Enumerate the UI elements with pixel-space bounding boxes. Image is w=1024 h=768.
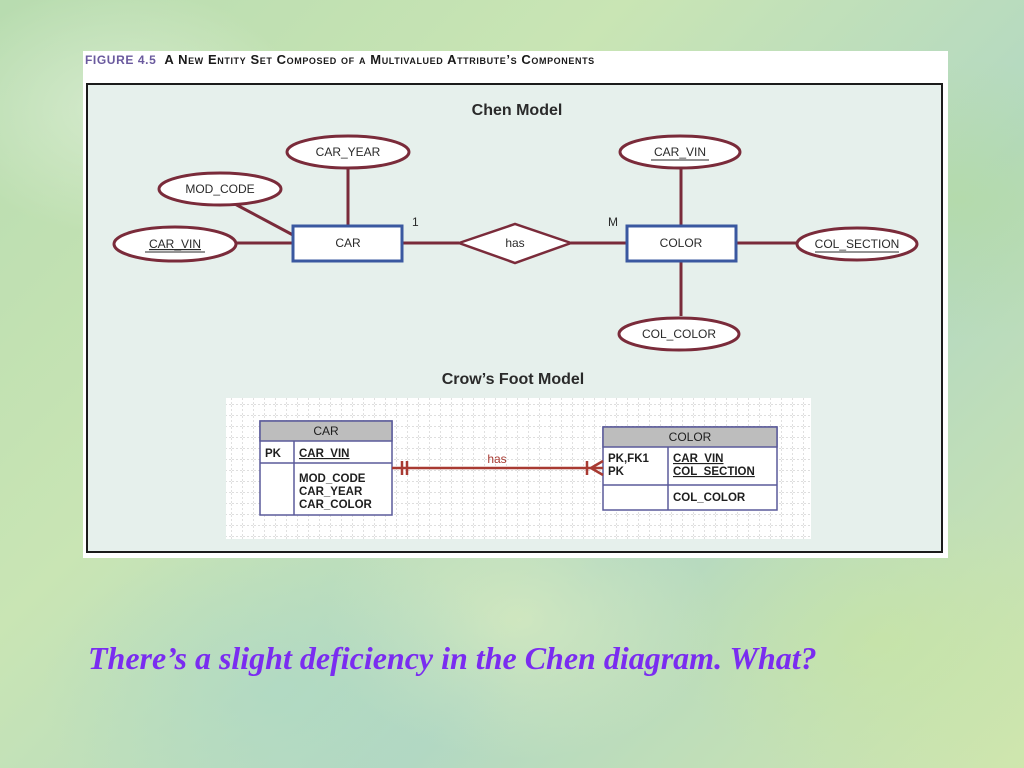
cf-color-key-attr: CAR_VIN [673,453,723,465]
relationship-has-label: has [505,236,524,250]
cf-car-key-attr: CAR_VIN [299,448,349,460]
cf-table-color: COLOR PK,FK1 PK CAR_VIN COL_SECTION COL_… [602,426,778,511]
cf-car-title: CAR [313,424,339,438]
cardinality-one: 1 [412,215,419,229]
entity-color: COLOR [625,224,738,263]
figure-title: FIGURE 4.5 A New Entity Set Composed of a… [85,52,595,68]
cf-relationship-label: has [487,452,506,466]
attr-car-vin-car-label: CAR_VIN [149,237,201,251]
er-diagram: Chen Model CAR_YEAR MOD_CODE [112,102,919,539]
cf-color-title: COLOR [669,430,712,444]
attr-col-color-label: COL_COLOR [642,327,716,341]
figure-caption: A New Entity Set Composed of a Multivalu… [164,52,595,67]
cf-car-attr: CAR_COLOR [299,499,373,511]
attr-mod-code-label: MOD_CODE [185,182,254,196]
attr-car-vin-color: CAR_VIN [618,134,742,170]
link-mod-code [232,201,294,237]
cf-crows-foot [590,466,604,477]
cf-table-car: CAR PK CAR_VIN MOD_CODE CAR_YEAR CAR_COL… [259,420,393,516]
cf-color-attr: COL_COLOR [673,492,746,504]
attr-car-vin-car: CAR_VIN [112,225,238,263]
entity-color-label: COLOR [660,236,703,250]
cf-crows-foot [590,459,604,470]
question-text: There’s a slight deficiency in the Chen … [88,640,817,676]
cardinality-many: M [608,215,618,229]
chen-connectors [232,168,797,316]
diagram-panel: Chen Model CAR_YEAR MOD_CODE [86,83,943,553]
cf-car-attr: MOD_CODE [299,473,366,485]
attr-col-color: COL_COLOR [617,316,741,352]
attr-col-section-label: COL_SECTION [815,237,900,251]
figure-number: FIGURE 4.5 [85,53,157,67]
cf-car-pk: PK [265,448,282,460]
cf-color-key-attr: COL_SECTION [673,466,755,478]
attr-car-vin-color-label: CAR_VIN [654,145,706,159]
entity-car-label: CAR [335,236,361,250]
attr-car-year: CAR_YEAR [285,134,411,170]
cf-car-attr: CAR_YEAR [299,486,363,498]
attr-car-year-label: CAR_YEAR [316,145,381,159]
entity-car: CAR [291,224,404,263]
relationship-has: has [455,222,575,265]
attr-mod-code: MOD_CODE [157,171,283,207]
cf-color-pk: PK,FK1 [608,453,650,465]
cf-relationship-line [392,459,604,477]
figure: FIGURE 4.5 A New Entity Set Composed of a… [83,51,948,558]
chen-heading: Chen Model [472,102,563,119]
crowsfoot-heading: Crow’s Foot Model [442,371,585,388]
attr-col-section: COL_SECTION [795,226,919,262]
cf-color-pk: PK [608,466,625,478]
